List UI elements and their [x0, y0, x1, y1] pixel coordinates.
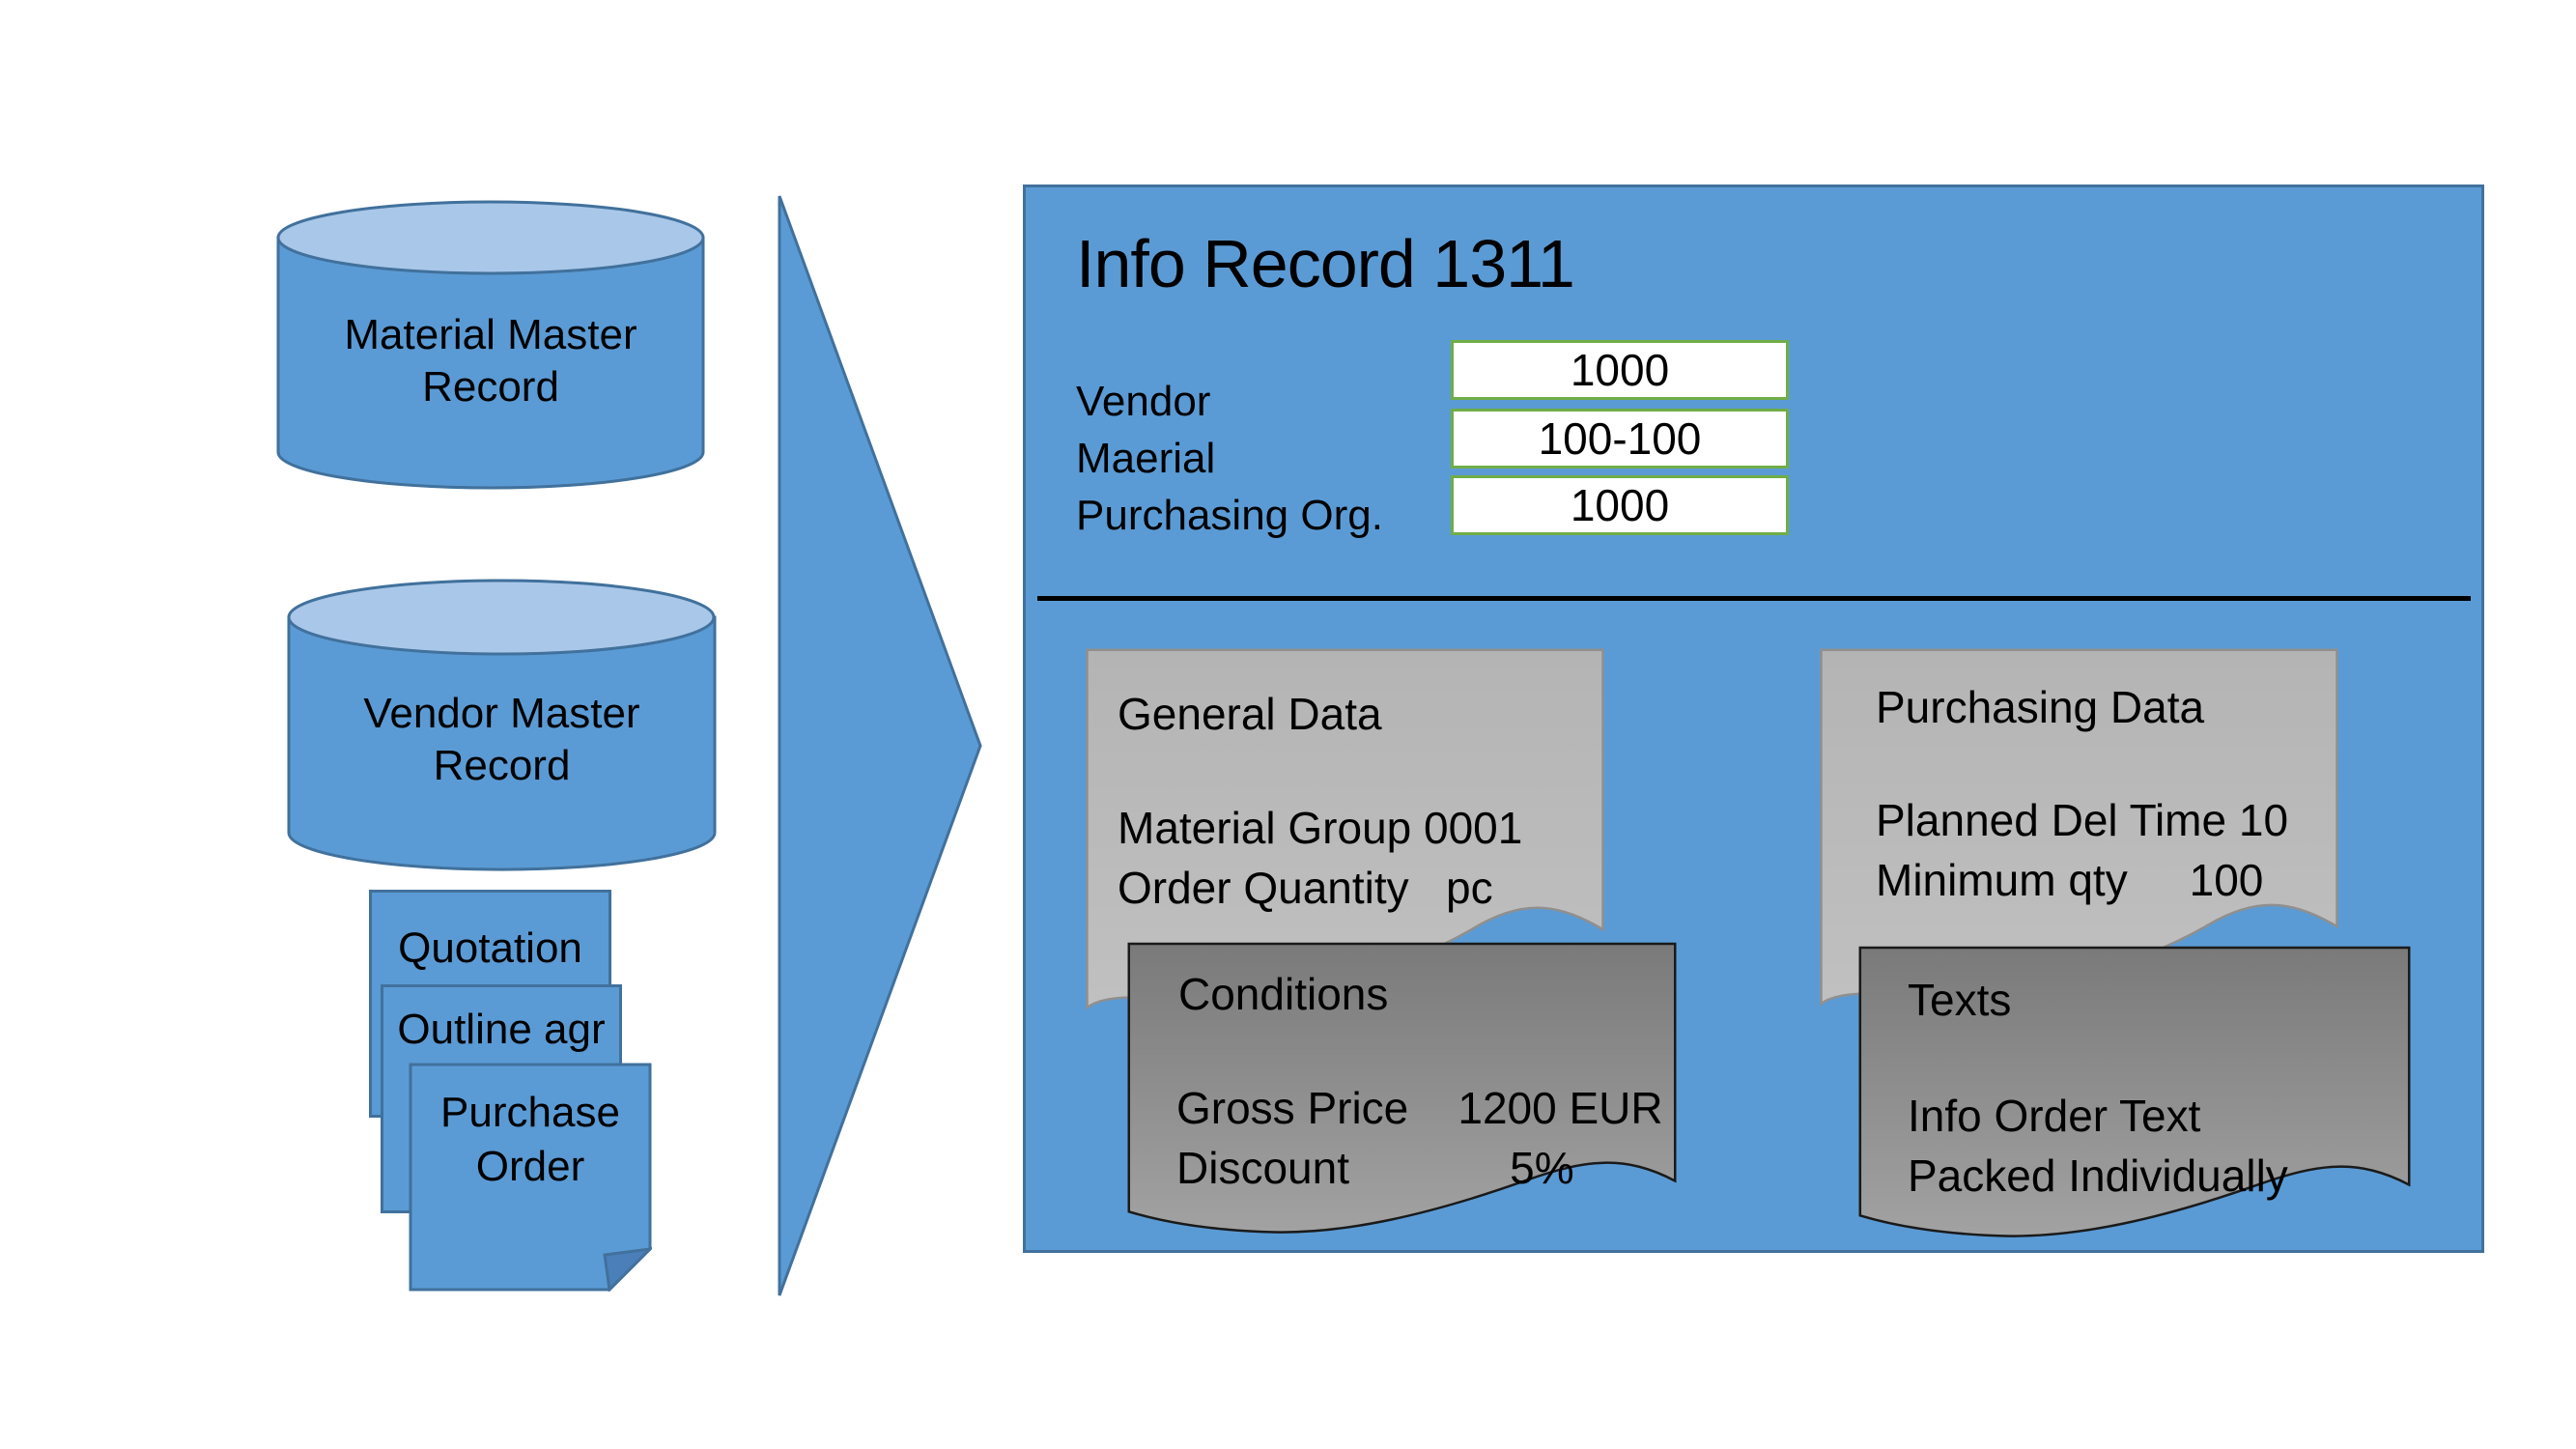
outline-agreement-label: Outline agr: [397, 1006, 606, 1053]
vendor-field-label: Vendor: [1076, 378, 1211, 425]
material-field-label: Maerial: [1076, 435, 1216, 482]
vendor-master-label-wrap: Vendor Master Record: [286, 688, 718, 792]
purchasing-data-title: Purchasing Data: [1876, 682, 2205, 732]
vendor-master-cylinder-shape: [287, 579, 717, 871]
purchase-order-label: Purchase Order: [440, 1089, 620, 1190]
field-label-column: Vendor Maerial Purchasing Org.: [1076, 373, 1383, 544]
panel-divider: [1037, 596, 2471, 601]
conditions-line: Discount 5%: [1176, 1143, 1574, 1193]
purchasing-data-line: Minimum qty 100: [1876, 855, 2264, 905]
purchasing-data-line: Planned Del Time 10: [1876, 795, 2289, 845]
texts-line: Info Order Text: [1908, 1091, 2201, 1141]
conditions-title: Conditions: [1178, 969, 1389, 1019]
quotation-label: Quotation: [398, 924, 582, 972]
general-data-line: Material Group 0001: [1118, 803, 1523, 853]
conditions-section-shape: [1123, 941, 1681, 1234]
purchasing-org-field-label: Purchasing Org.: [1076, 492, 1383, 539]
vendor-master-label: Vendor Master Record: [363, 690, 640, 789]
texts-title: Texts: [1908, 975, 2012, 1025]
texts-section-shape: [1854, 945, 2415, 1237]
material-master-label-wrap: Material Master Record: [275, 309, 706, 413]
material-value-input[interactable]: 100-100: [1451, 409, 1789, 469]
document-card-purchase-order-shape: [409, 1063, 652, 1292]
texts-line: Packed Individually: [1908, 1151, 2288, 1201]
info-record-title: Info Record 1311: [1076, 226, 1575, 301]
flow-arrow-icon: [778, 195, 982, 1296]
purchasing-org-value-input[interactable]: 1000: [1451, 475, 1789, 535]
material-master-cylinder-shape: [276, 200, 705, 490]
material-master-label: Material Master Record: [344, 311, 637, 411]
vendor-value-input[interactable]: 1000: [1451, 340, 1789, 400]
general-data-line: Order Quantity pc: [1118, 863, 1493, 913]
general-data-title: General Data: [1118, 689, 1382, 739]
conditions-line: Gross Price 1200 EUR: [1176, 1083, 1663, 1133]
